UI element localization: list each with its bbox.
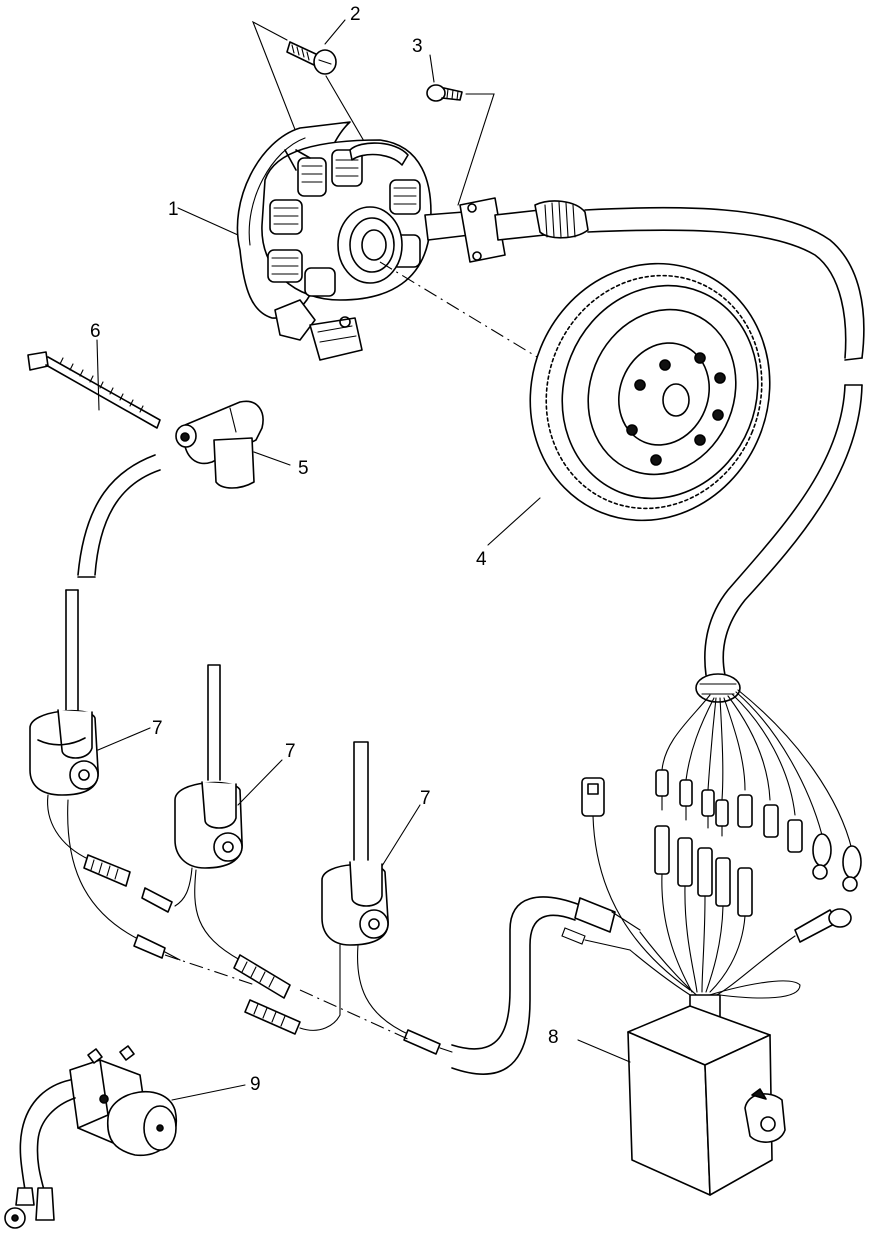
leader-9 bbox=[171, 1084, 246, 1101]
part-screw-2 bbox=[286, 41, 337, 75]
label-7a: 7 bbox=[152, 718, 163, 739]
label-8: 8 bbox=[548, 1027, 559, 1048]
label-3: 3 bbox=[412, 36, 423, 57]
part-solenoid-9 bbox=[4, 1045, 178, 1229]
coil-primary-wiring bbox=[47, 794, 453, 1055]
stator-cable bbox=[584, 206, 865, 703]
label-6: 6 bbox=[90, 321, 101, 342]
label-1: 1 bbox=[168, 199, 179, 220]
label-5: 5 bbox=[298, 458, 309, 479]
label-4: 4 bbox=[476, 549, 487, 570]
callout-labels: 1 2 3 4 5 6 7 7 7 8 9 bbox=[90, 4, 559, 1095]
part-cable-tie-6 bbox=[27, 351, 161, 429]
centerline-coil-wires bbox=[164, 954, 411, 1041]
leader-2 bbox=[324, 19, 346, 45]
part-cdi-box-8 bbox=[627, 994, 786, 1196]
leader-3 bbox=[429, 54, 435, 83]
main-harness-tube bbox=[451, 896, 641, 1075]
part-flywheel-4 bbox=[529, 262, 771, 522]
label-7b: 7 bbox=[285, 741, 296, 762]
guide-2-left bbox=[251, 20, 304, 151]
guide-3 bbox=[457, 93, 495, 206]
leader-7b bbox=[237, 759, 283, 806]
leader-6 bbox=[96, 339, 100, 411]
part-ignition-coil-7b bbox=[174, 664, 243, 869]
part-ignition-coil-7c bbox=[321, 741, 389, 946]
leader-1 bbox=[177, 207, 239, 236]
label-2: 2 bbox=[350, 4, 361, 25]
leader-5 bbox=[253, 451, 291, 466]
label-7c: 7 bbox=[420, 788, 431, 809]
leader-8 bbox=[577, 1039, 631, 1063]
part-ignition-coil-7a bbox=[29, 709, 99, 796]
guide-2-right bbox=[325, 75, 369, 149]
part-plug-cap-5 bbox=[175, 400, 264, 489]
leader-4 bbox=[487, 497, 541, 546]
leader-7a bbox=[97, 727, 151, 751]
ht-lead-left bbox=[65, 454, 161, 711]
label-9: 9 bbox=[250, 1074, 261, 1095]
leader-7c bbox=[381, 804, 421, 867]
part-screw-3 bbox=[426, 84, 463, 102]
part-stator-1 bbox=[236, 121, 589, 361]
stator-harness-connectors bbox=[655, 689, 862, 892]
